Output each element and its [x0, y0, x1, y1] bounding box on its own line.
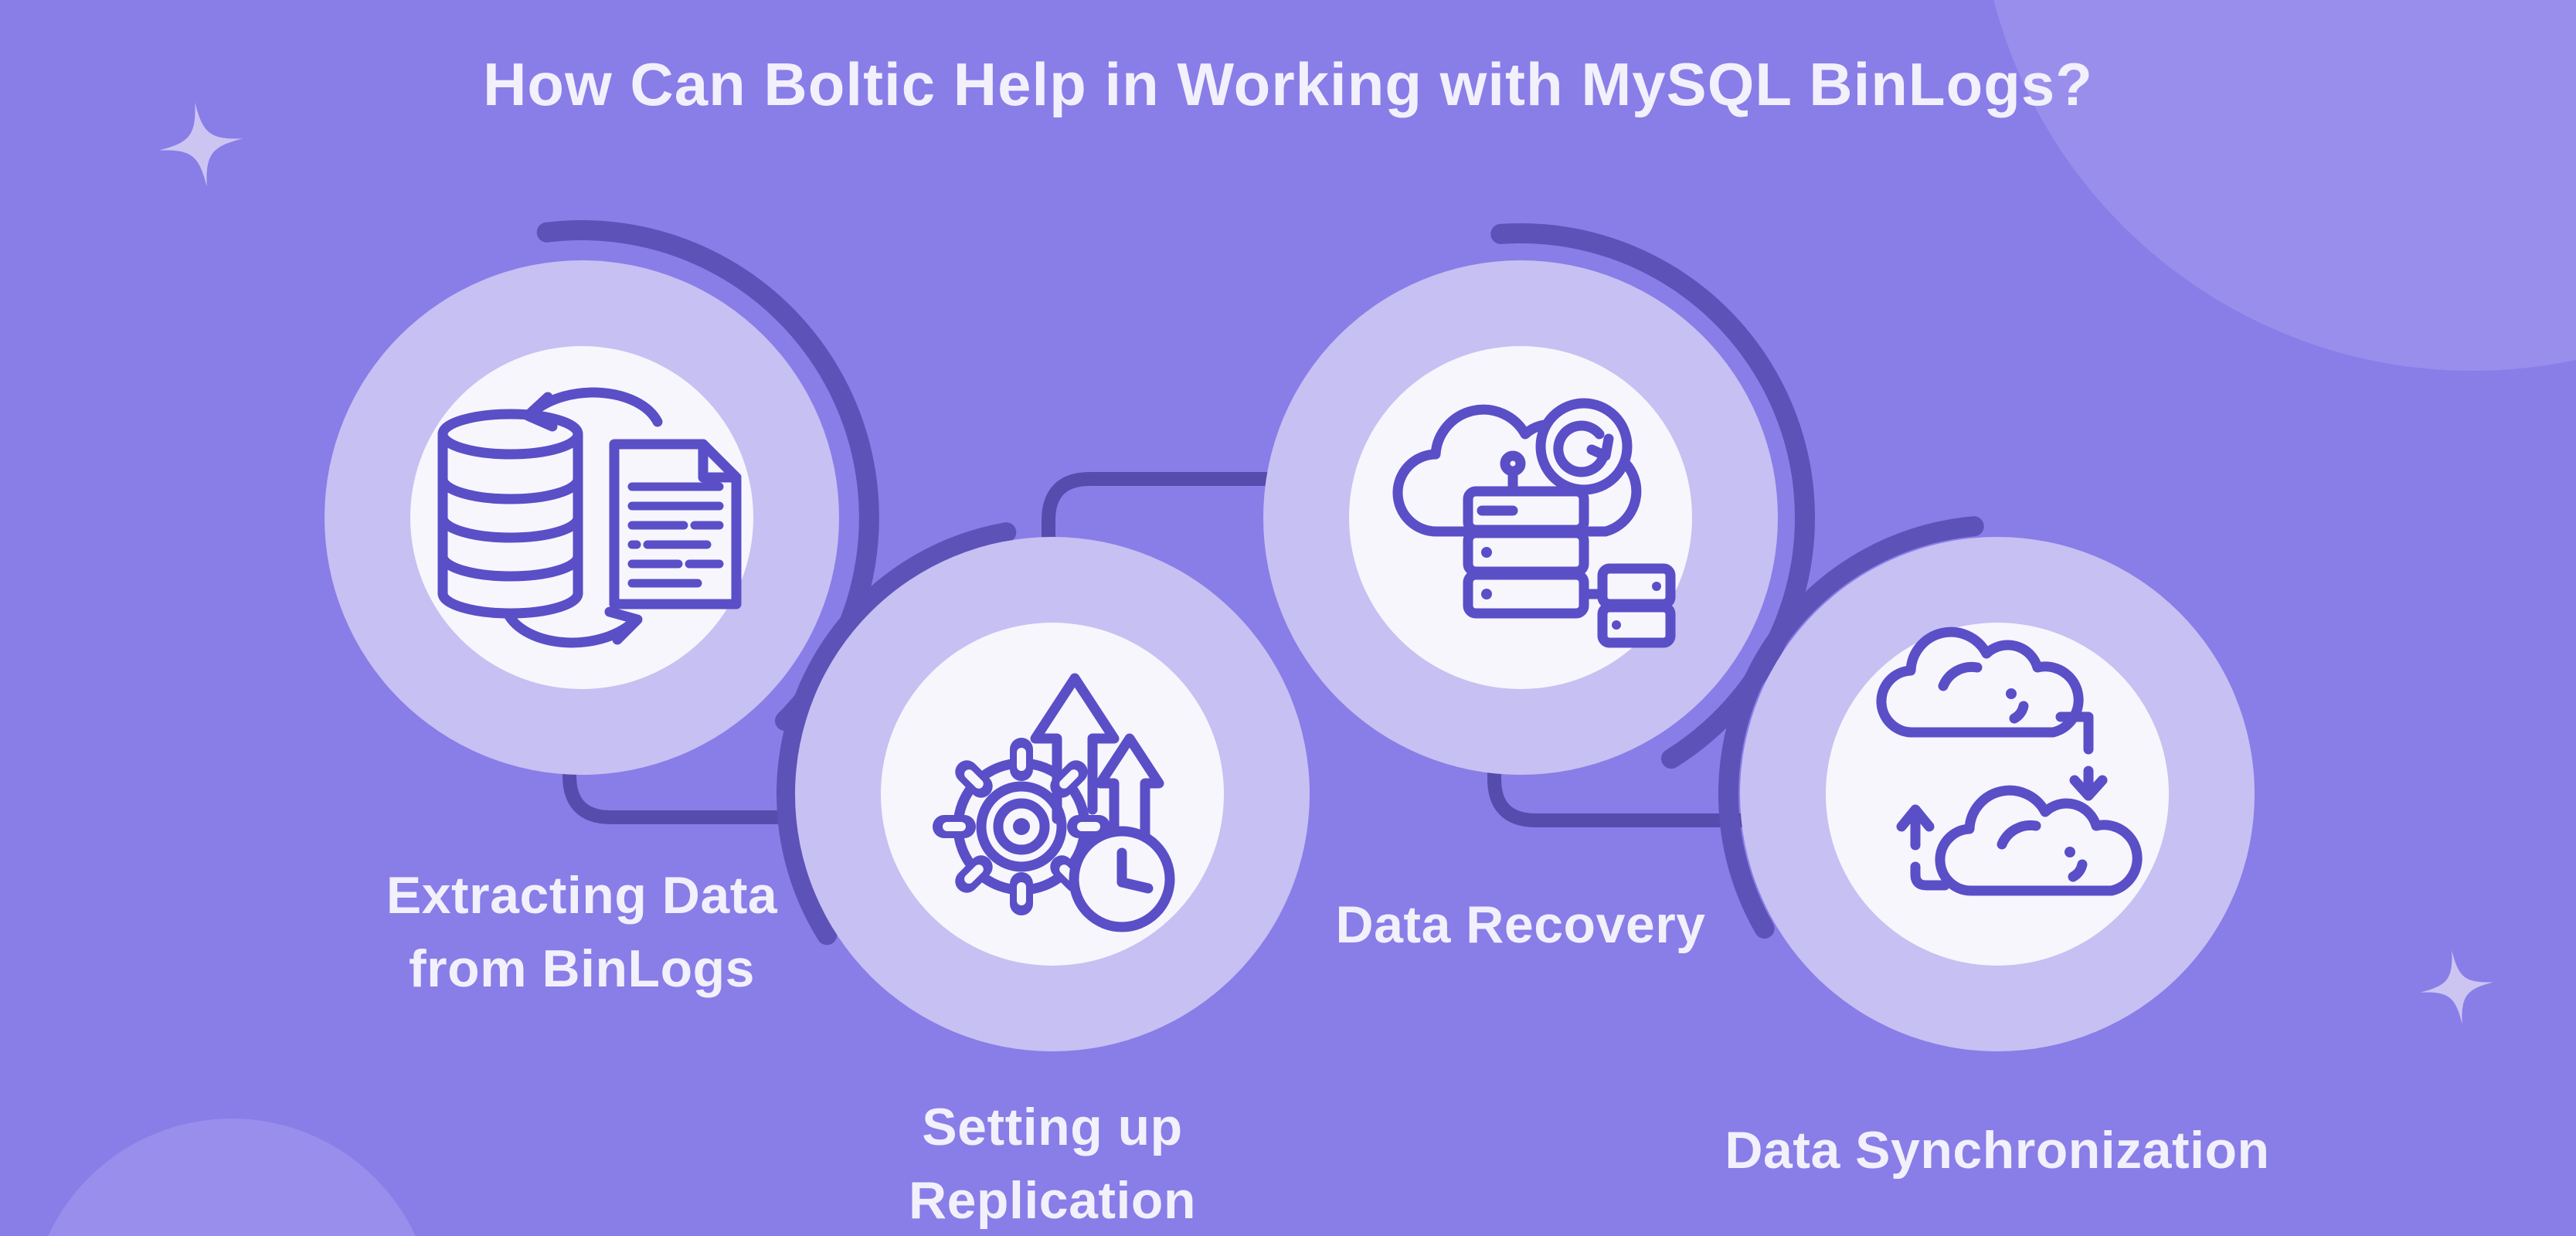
sparkle-icon — [2420, 950, 2494, 1024]
connector-line-3-4 — [1487, 726, 1854, 827]
node-setting-up-replication — [795, 537, 1310, 1051]
connector-line-1-2 — [562, 726, 896, 824]
node-arc-4 — [1718, 516, 1984, 939]
node-label-setting-up-replication: Setting up Replication — [909, 1098, 1196, 1231]
node-arc-2 — [777, 522, 1017, 946]
cloud-sync-icon — [1876, 626, 2143, 896]
sparkle-icon — [158, 102, 243, 187]
database-document-sync-icon — [437, 387, 742, 648]
node-data-recovery — [1263, 260, 1778, 775]
node-label-extracting-data: Extracting Data from BinLogs — [386, 866, 778, 999]
page-title: How Can Boltic Help in Working with MySQ… — [483, 50, 2093, 118]
node-label-data-synchronization: Data Synchronization — [1725, 1121, 2270, 1180]
cloud-server-restore-icon — [1392, 398, 1676, 648]
node-extracting-data — [325, 260, 839, 775]
gear-growth-clock-icon — [933, 673, 1175, 932]
node-label-data-recovery: Data Recovery — [1335, 895, 1706, 954]
connector-line-2-3 — [1042, 472, 1391, 603]
node-data-synchronization — [1740, 537, 2255, 1051]
